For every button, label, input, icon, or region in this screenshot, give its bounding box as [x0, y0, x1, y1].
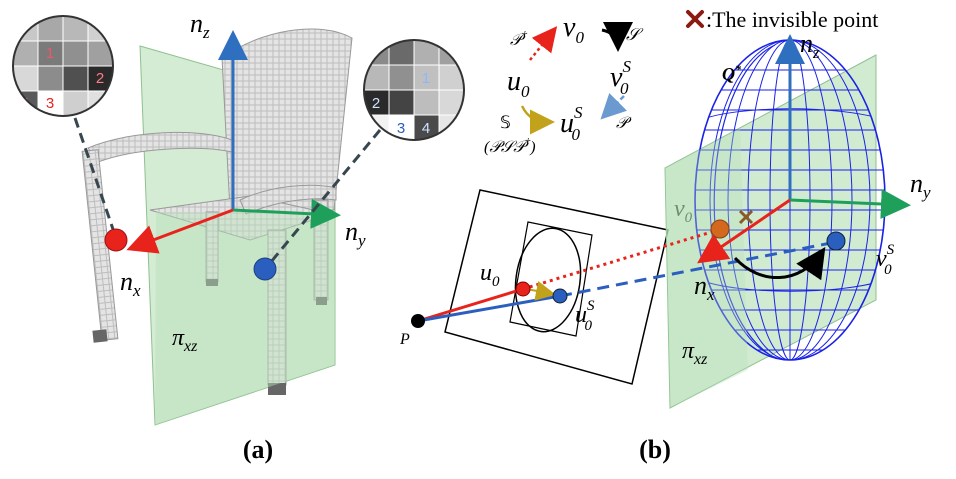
diag-arrow-P — [600, 93, 627, 120]
zoom-left-cell-2: 2 — [96, 70, 104, 87]
label-P: P — [399, 331, 410, 348]
legend-text: :The invisible point — [706, 7, 878, 32]
diag-arrow-S — [601, 21, 633, 52]
point-u0 — [515, 281, 531, 297]
diag-v0: v0 — [563, 12, 584, 47]
rotation-arrow — [733, 247, 826, 281]
point-P — [411, 314, 425, 328]
zoom-right-cell-2: 2 — [372, 95, 380, 112]
label-pi-xz-a: πxz — [172, 325, 198, 355]
diag-u0: u0 — [507, 66, 530, 101]
zoom-left-cell-3: 3 — [46, 95, 54, 112]
ray-red-solid — [417, 287, 524, 323]
axis-nx-a — [126, 208, 234, 254]
caption-b: (b) — [639, 435, 671, 464]
label-ny-a: ny — [345, 217, 366, 250]
image-conic — [514, 227, 582, 333]
zoom-left-cell-1: 1 — [46, 45, 54, 62]
image-plane — [444, 189, 669, 385]
zoom-right-cell-3: 3 — [397, 120, 405, 137]
label-nx-b: nx — [694, 271, 715, 304]
legend-invisible-point: :The invisible point — [686, 7, 878, 32]
chair — [81, 28, 353, 395]
diag-arrow-Pdag — [529, 26, 558, 61]
diag-label-PSP: (𝒫𝒮𝒫†) — [484, 136, 536, 156]
label-nx-a: nx — [120, 267, 141, 300]
arrow-u0-to-u0S — [526, 281, 556, 301]
axis-nx-b — [697, 198, 791, 264]
leader-left — [73, 117, 118, 239]
point-blue-a — [253, 257, 277, 281]
invisible-point-marker — [738, 209, 754, 225]
label-pi-xz-b: πxz — [682, 338, 708, 368]
diag-arrow-S2 — [520, 105, 555, 135]
label-u0: u0 — [480, 260, 500, 290]
panel-a: 1 2 4 3 — [12, 9, 465, 464]
axis-ny-a — [232, 198, 341, 229]
label-nz-a: nz — [190, 9, 210, 42]
point-v0 — [710, 219, 730, 239]
zoom-left: 1 2 4 3 — [12, 15, 114, 117]
ray-blue-dashed — [559, 240, 837, 298]
point-v0S — [826, 231, 846, 251]
diag-label-Pdag: 𝒫† — [510, 29, 528, 49]
zoom-right: 1 2 3 4 — [363, 39, 465, 141]
ray-red-dotted — [522, 228, 719, 291]
point-u0S — [552, 288, 568, 304]
diag-label-S: 𝒮 — [626, 25, 644, 44]
label-Q: Q* — [722, 62, 742, 84]
label-v0: v0 — [674, 196, 693, 226]
label-nz-b: nz — [800, 29, 820, 62]
caption-a: (a) — [243, 435, 273, 464]
leader-right — [264, 129, 382, 269]
diag-label-P: 𝒫 — [616, 115, 632, 132]
diag-label-S2: 𝕊 — [500, 113, 511, 132]
label-ny-b: ny — [910, 169, 931, 202]
zoom-right-cell-4: 4 — [422, 120, 430, 137]
point-red-a — [104, 228, 128, 252]
axis-ny-b — [789, 188, 911, 219]
zoom-right-cell-1: 1 — [422, 70, 430, 87]
x-mark-icon — [686, 10, 704, 28]
